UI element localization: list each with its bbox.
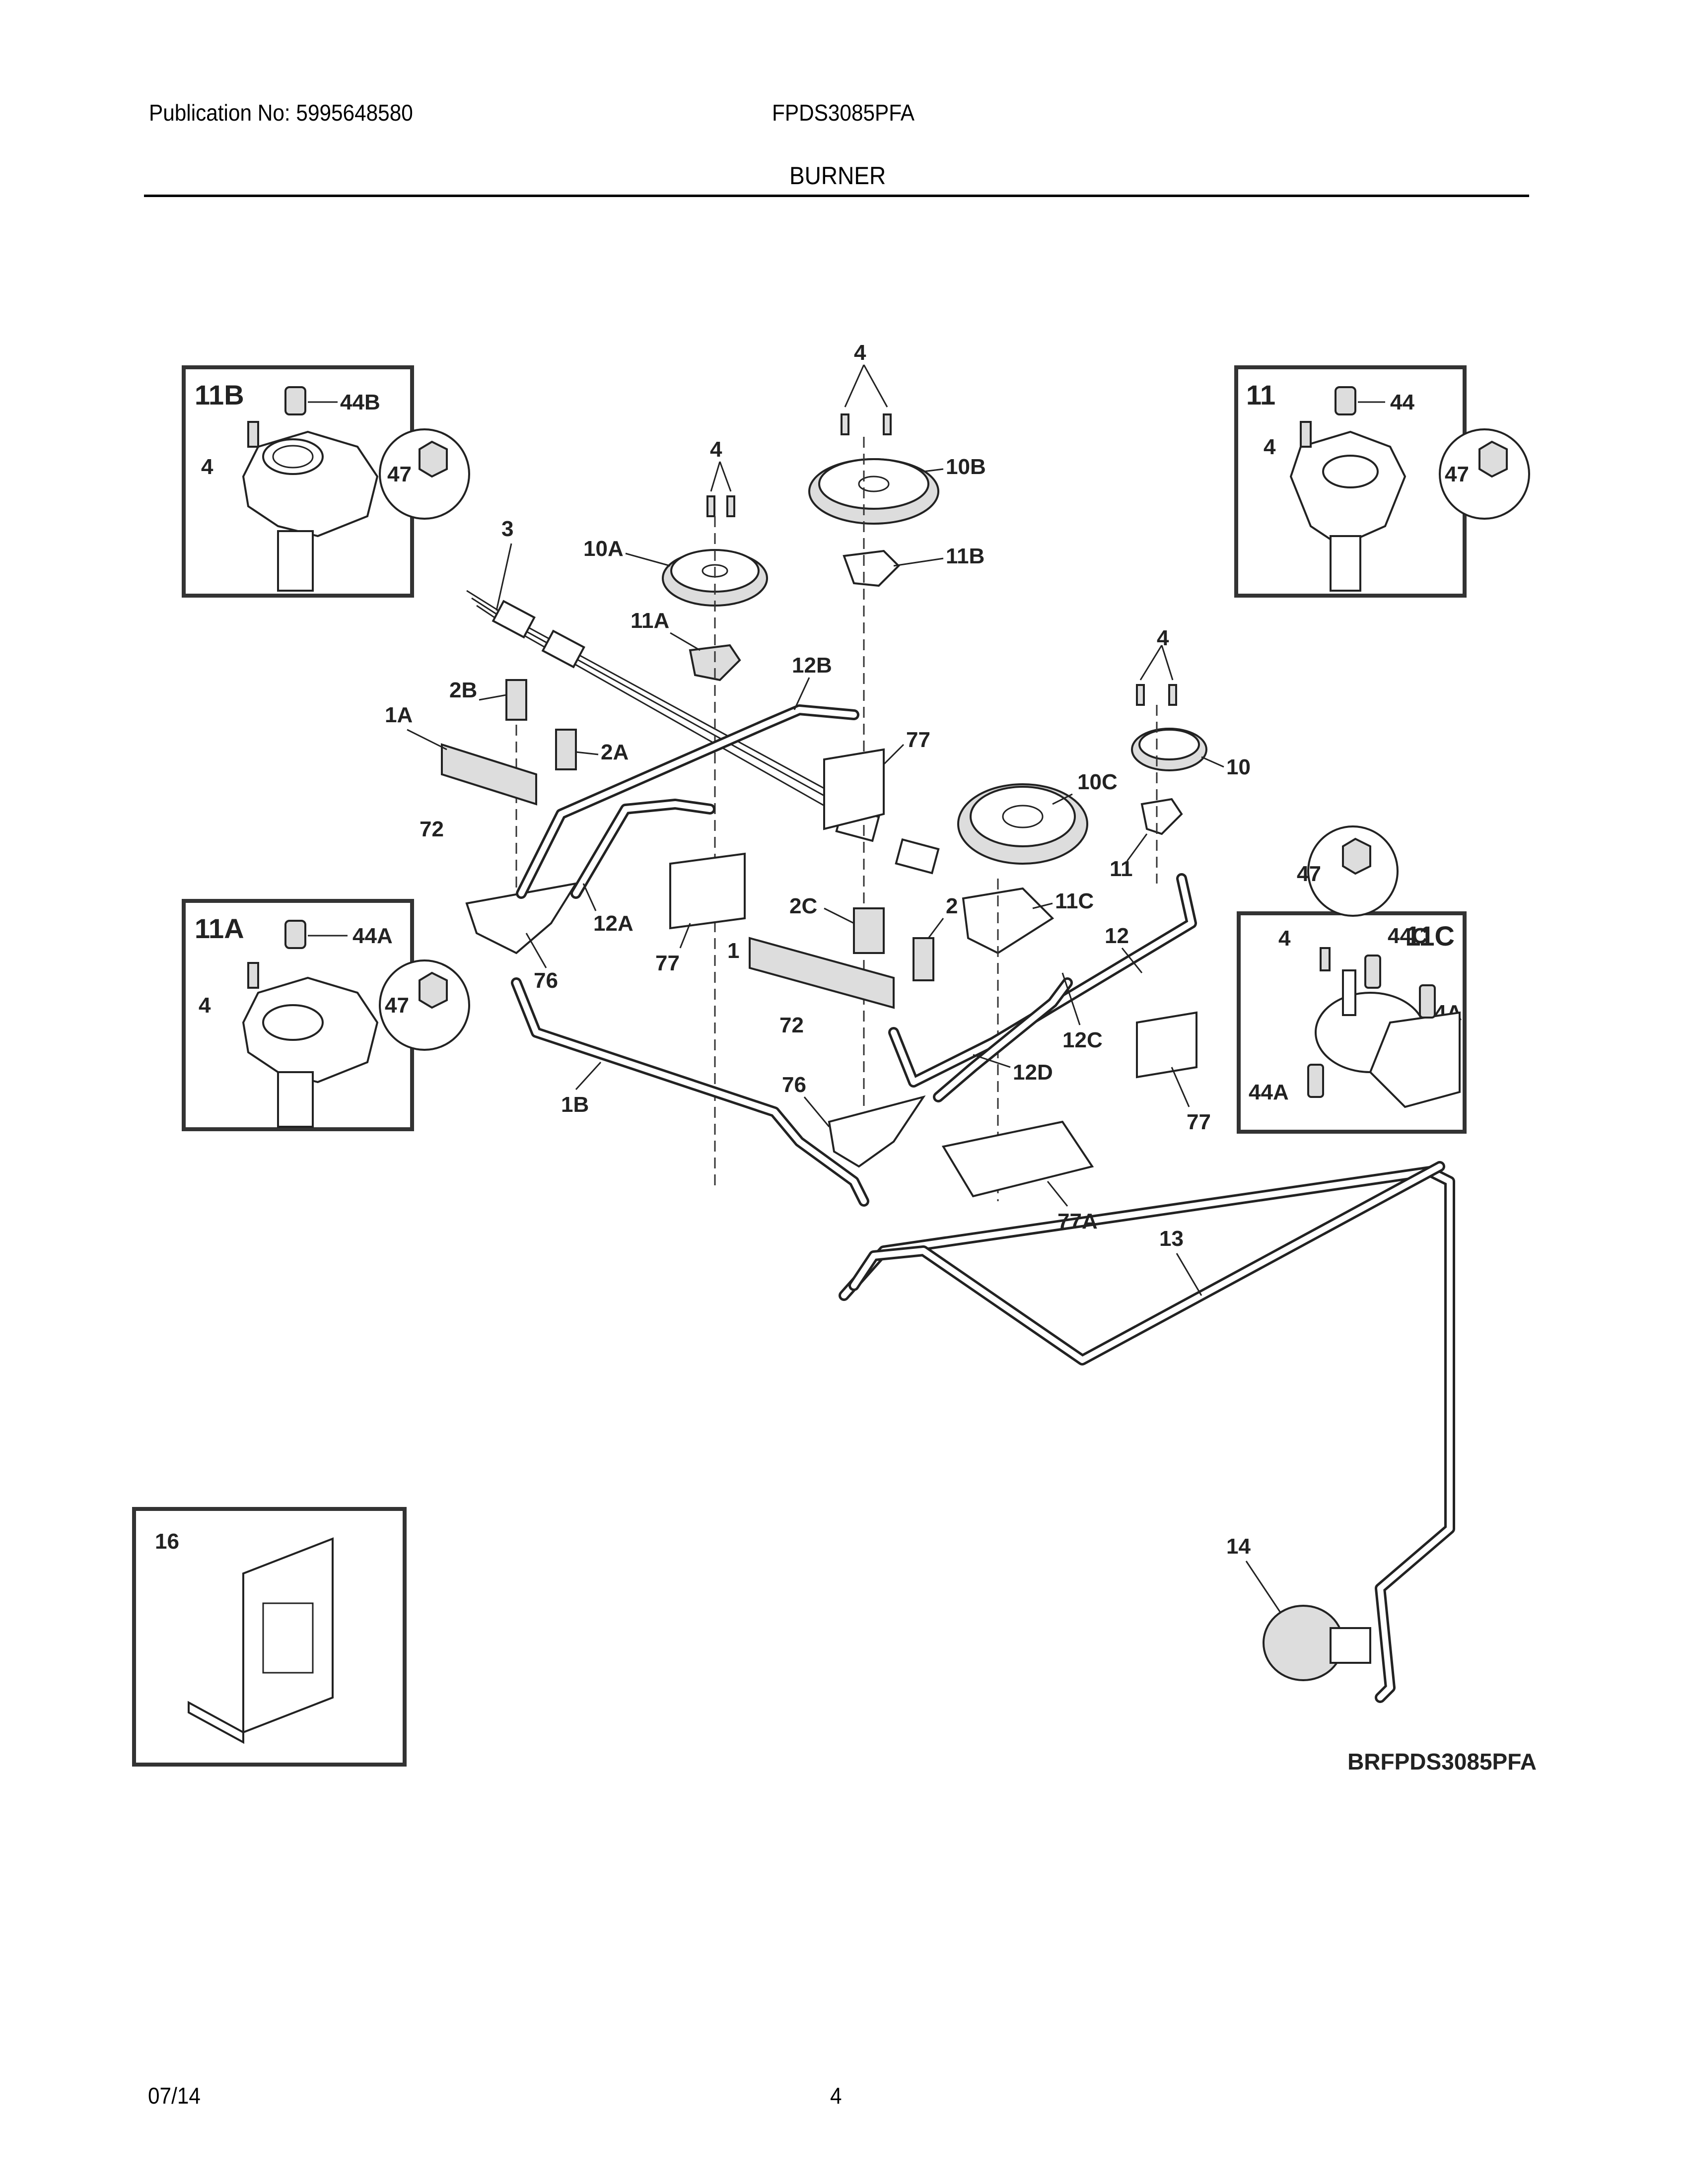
callout-12D: 12D [1013, 1060, 1053, 1085]
callout-3: 3 [501, 517, 513, 541]
inset-11B: 11B 44B 4 47 [182, 365, 470, 598]
bracket-77 [823, 748, 885, 830]
burner-cap-10C [957, 783, 1088, 865]
header-rule [144, 195, 1529, 197]
footer-page-number: 4 [830, 2083, 842, 2109]
bracket-16-illustration [242, 1537, 334, 1734]
inset-11A: 11A 44A 4 47 [182, 899, 470, 1131]
callout-2B: 2B [449, 678, 477, 702]
inset-16: 16 [132, 1507, 407, 1767]
inset-16-title: 16 [155, 1529, 179, 1554]
label-4: 4 [1264, 435, 1276, 459]
burner-base-11A [689, 644, 741, 682]
inset-11-title: 11 [1246, 379, 1275, 410]
label-4: 4 [201, 455, 213, 479]
label-44A: 44A [1249, 1080, 1289, 1104]
callout-10A: 10A [583, 537, 624, 561]
callout-14: 14 [1226, 1534, 1251, 1559]
callout-77: 77 [1187, 1110, 1211, 1134]
callout-11A: 11A [631, 609, 669, 633]
label-4: 4 [1278, 926, 1291, 951]
label-44A: 44A [352, 924, 393, 948]
label-44C: 44C [1388, 924, 1428, 948]
callout-77: 77 [906, 728, 930, 752]
callout-1B: 1B [561, 1092, 589, 1117]
publication-number: Publication No: 5995648580 [149, 100, 413, 126]
callout-1A: 1A [385, 703, 413, 727]
callout-13: 13 [1159, 1227, 1184, 1251]
pressure-regulator-14 [1263, 1605, 1371, 1681]
bracket-77 [1136, 1011, 1197, 1079]
callout-1: 1 [727, 939, 739, 963]
inset-11C: 47 11C 4 44C 44A 44A [1237, 825, 1467, 1134]
label-44: 44 [1390, 390, 1414, 414]
manifold-1 [749, 937, 895, 1009]
burner-cap-10 [1131, 728, 1207, 771]
label-47: 47 [387, 462, 412, 486]
callout-12: 12 [1105, 924, 1129, 948]
orifice-44B [284, 386, 306, 415]
orifice-47-illustration [419, 440, 448, 478]
section-title: BURNER [789, 162, 886, 190]
label-47: 47 [1445, 462, 1469, 486]
model-number: FPDS3085PFA [772, 100, 914, 126]
valve-2C [853, 907, 885, 954]
bracket-76 [465, 882, 578, 955]
inset-11B-title: 11B [195, 379, 244, 410]
callout-12C: 12C [1062, 1028, 1103, 1052]
callout-11: 11 [1110, 857, 1133, 881]
callout-12B: 12B [792, 653, 832, 678]
label-44B: 44B [340, 390, 380, 414]
burner-base-illustration [242, 430, 379, 592]
callout-77: 77 [655, 951, 680, 975]
callout-77A: 77A [1057, 1209, 1098, 1233]
callout-4: 4 [710, 437, 722, 462]
burner-base-11C [962, 887, 1055, 955]
manifold-1A [441, 743, 537, 806]
callout-10C: 10C [1077, 770, 1118, 794]
callout-72: 72 [779, 1013, 804, 1037]
tubing [511, 704, 1455, 1703]
callout-76: 76 [782, 1073, 806, 1097]
callout-11B: 11B [946, 544, 985, 568]
callout-12A: 12A [593, 911, 633, 936]
callout-72: 72 [420, 817, 444, 841]
screw-4 [247, 421, 259, 448]
callout-2A: 2A [601, 740, 629, 764]
diagram-code: BRFPDS3085PFA [1347, 1749, 1537, 1774]
ignition-wires-3 [466, 590, 940, 875]
callout-76: 76 [534, 968, 558, 993]
footer-date: 07/14 [148, 2083, 201, 2109]
label-4: 4 [199, 993, 211, 1018]
callout-11C: 11C [1055, 889, 1094, 913]
callout-10B: 10B [946, 455, 986, 479]
label-47: 47 [385, 993, 409, 1018]
bracket-77A [941, 1120, 1094, 1198]
burner-cap-10B [808, 458, 939, 525]
callout-2C: 2C [789, 894, 817, 918]
inset-11A-title: 11A [195, 913, 244, 944]
screws-4-top [706, 364, 1177, 706]
inset-11C-title: 11C [1405, 920, 1455, 952]
burner-base-11 [1140, 798, 1183, 835]
inset-11: 11 44 4 47 [1234, 365, 1530, 598]
valve-2B [505, 679, 527, 721]
burner-base-11B [843, 549, 900, 587]
callout-4: 4 [1157, 626, 1169, 650]
callout-4: 4 [854, 341, 866, 365]
bracket-76 [828, 1095, 926, 1168]
valve-2A [555, 729, 577, 770]
bracket-77 [669, 852, 746, 930]
callout-2: 2 [946, 894, 958, 918]
callout-10: 10 [1226, 755, 1251, 779]
label-47: 47 [1297, 862, 1321, 886]
valve-2 [913, 937, 934, 981]
callout-labels: 4 4 10B 11B 10A 11A 3 12B 2B 1A 2A 72 77… [385, 341, 1282, 1614]
